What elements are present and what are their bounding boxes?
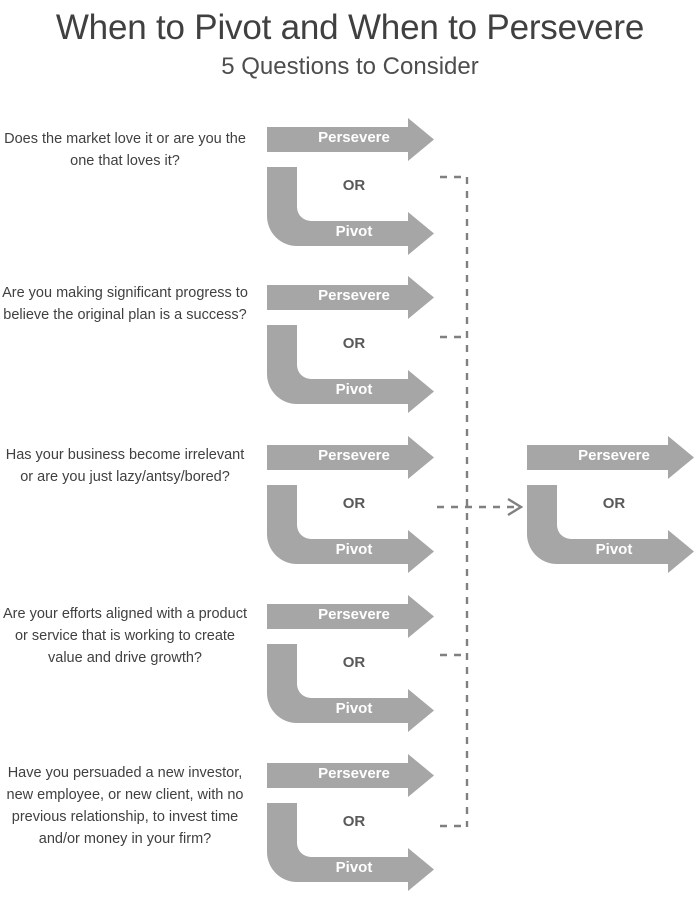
pivot-elbow-arrow-shape bbox=[267, 803, 434, 891]
persevere-arrow-shape bbox=[267, 754, 434, 797]
question-text-4: Are your efforts aligned with a product … bbox=[3, 606, 247, 666]
outcome-pivot-elbow-arrow-shape bbox=[527, 485, 694, 573]
question-text-2: Are you making significant progress to b… bbox=[2, 285, 248, 323]
question-row-1: Does the market love it or are you the o… bbox=[0, 114, 700, 269]
persevere-label-3: Persevere bbox=[318, 447, 390, 464]
page-subtitle: 5 Questions to Consider bbox=[221, 53, 479, 80]
question-row-4: Are your efforts aligned with a product … bbox=[0, 591, 700, 746]
or-label-1: OR bbox=[342, 177, 366, 194]
or-label-3: OR bbox=[342, 495, 366, 512]
outcome-pivot-label: Pivot bbox=[595, 541, 633, 558]
question-text-3: Has your business become irrelevant or a… bbox=[5, 447, 245, 485]
decision-arrows-2: Persevere OR Pivot bbox=[267, 272, 437, 417]
persevere-arrow-shape bbox=[267, 595, 434, 638]
or-label-2: OR bbox=[342, 335, 366, 352]
pivot-label-1: Pivot bbox=[335, 223, 373, 240]
outcome-persevere-arrow-shape bbox=[527, 436, 694, 479]
persevere-label-2: Persevere bbox=[318, 287, 390, 304]
persevere-label-1: Persevere bbox=[318, 129, 390, 146]
persevere-label-4: Persevere bbox=[318, 606, 390, 623]
header: When to Pivot and When to Persevere 5 Qu… bbox=[0, 6, 700, 82]
pivot-elbow-arrow-shape bbox=[267, 167, 434, 255]
decision-arrows-4: Persevere OR Pivot bbox=[267, 591, 437, 736]
question-text-5: Have you persuaded a new investor, new e… bbox=[6, 765, 244, 847]
decision-arrows-5: Persevere OR Pivot bbox=[267, 750, 437, 895]
pivot-label-4: Pivot bbox=[335, 700, 373, 717]
question-text-1: Does the market love it or are you the o… bbox=[4, 131, 246, 169]
persevere-arrow-shape bbox=[267, 276, 434, 319]
or-label-5: OR bbox=[342, 813, 366, 830]
pivot-elbow-arrow-shape bbox=[267, 325, 434, 413]
outcome-or-label: OR bbox=[602, 495, 626, 512]
pivot-label-2: Pivot bbox=[335, 381, 373, 398]
persevere-arrow-shape bbox=[267, 436, 434, 479]
question-row-3: Has your business become irrelevant or a… bbox=[0, 432, 700, 587]
page-title: When to Pivot and When to Persevere bbox=[55, 8, 645, 47]
outcome-arrows: Persevere OR Pivot bbox=[527, 432, 697, 577]
question-row-2: Are you making significant progress to b… bbox=[0, 272, 700, 427]
decision-arrows-3: Persevere OR Pivot bbox=[267, 432, 437, 577]
persevere-arrow-shape bbox=[267, 118, 434, 161]
or-label-4: OR bbox=[342, 654, 366, 671]
question-row-5: Have you persuaded a new investor, new e… bbox=[0, 750, 700, 905]
pivot-elbow-arrow-shape bbox=[267, 485, 434, 573]
outcome-persevere-label: Persevere bbox=[578, 447, 650, 464]
pivot-label-3: Pivot bbox=[335, 541, 373, 558]
pivot-label-5: Pivot bbox=[335, 859, 373, 876]
persevere-label-5: Persevere bbox=[318, 765, 390, 782]
decision-arrows-1: Persevere OR Pivot bbox=[267, 114, 437, 259]
pivot-elbow-arrow-shape bbox=[267, 644, 434, 732]
